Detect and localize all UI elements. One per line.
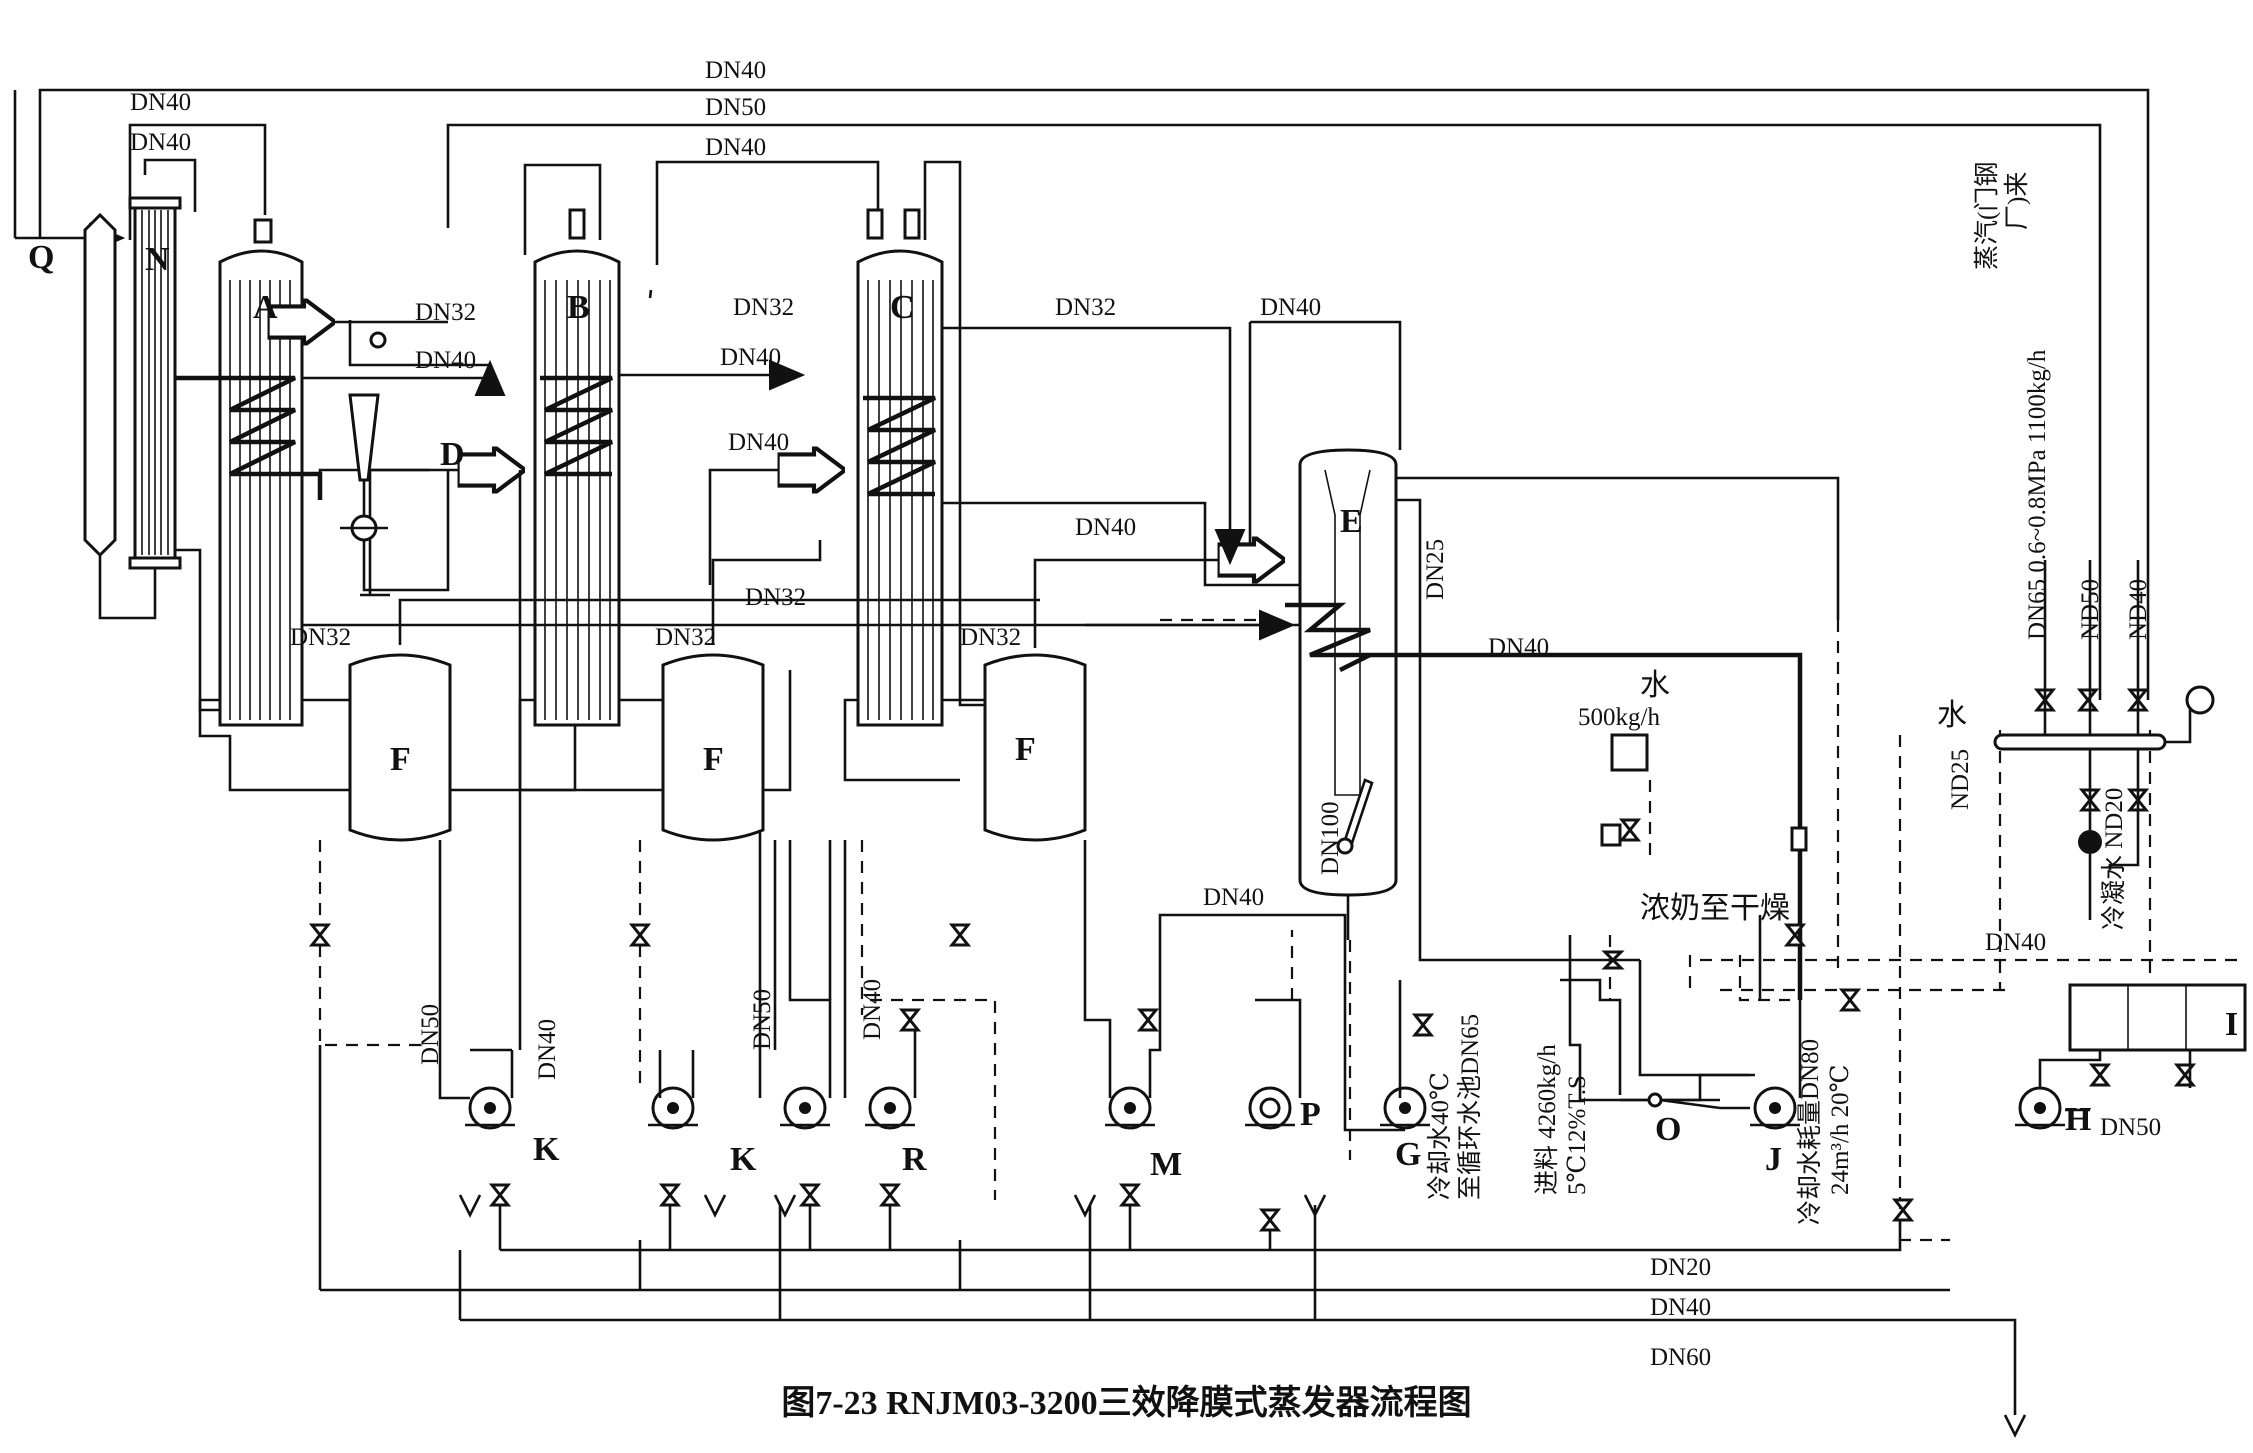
label-f1: F	[390, 741, 411, 778]
label-i: I	[2225, 1006, 2238, 1043]
pipe-label: DN32	[733, 294, 794, 321]
note-cool-water-g: 冷却水40℃	[1426, 1072, 1454, 1200]
pipe-label: DN40	[1260, 294, 1321, 321]
pipe-label: DN40	[1985, 929, 2046, 956]
note-cool-water-g2: 至循环水池DN65	[1456, 1014, 1484, 1200]
water-tank	[1336, 733, 1808, 855]
pump-m	[1105, 1086, 1155, 1130]
pipe-label: DN40	[415, 347, 476, 374]
pipe-label: DN50	[2100, 1114, 2161, 1141]
pipe-labels: DN40 DN50 DN40 DN40 DN40 DN32 DN40 DN32 …	[130, 57, 2161, 1371]
process-notes: 水 500kg/h 浓奶至干燥 进料 4260kg/h 5℃12%T.S 冷却水…	[1426, 162, 2152, 1225]
note-steam-title2: 厂)来	[2004, 172, 2031, 230]
pipe-label: DN32	[415, 299, 476, 326]
steam-header	[1993, 560, 2247, 1112]
figure-caption: 图7-23 RNJM03-3200三效降膜式蒸发器流程图	[781, 1385, 1472, 1422]
pipe-label: DN40	[534, 1019, 561, 1080]
evaporator-c	[843, 208, 960, 782]
label-m: M	[1150, 1146, 1182, 1183]
pipe-label: ND25	[1947, 749, 1974, 810]
pipe-label: DN40	[705, 134, 766, 161]
bottom-headers	[318, 1045, 2027, 1438]
note-steam-rate: DN65 0.6~0.8MPa 1100kg/h	[2024, 349, 2051, 640]
pipe-label: DN40	[1488, 634, 1549, 661]
pump-h	[2015, 1086, 2065, 1130]
pump-k3	[780, 1086, 830, 1130]
evaporator-b	[518, 208, 792, 792]
pipe-label: DN32	[960, 624, 1021, 651]
pipe-label: DN50	[417, 1004, 444, 1065]
label-f3: F	[1015, 731, 1036, 768]
note-condensate: 冷凝水 ND20	[2100, 788, 2128, 930]
evaporator-a	[175, 218, 577, 792]
pipe-label: DN25	[1422, 539, 1449, 600]
label-d: D	[440, 436, 465, 473]
pipe-label: DN50	[749, 989, 776, 1050]
pump-r	[865, 1086, 915, 1130]
pipe-label: DN40	[720, 344, 781, 371]
label-g: G	[1395, 1136, 1421, 1173]
pipe-label: DN40	[1075, 514, 1136, 541]
label-f2: F	[703, 741, 724, 778]
note-water-i: 水	[1937, 699, 1967, 732]
pipe-label: DN32	[1055, 294, 1116, 321]
pipe-label: DN40	[728, 429, 789, 456]
pipe-label: DN40	[130, 89, 191, 116]
pump-p	[1245, 1086, 1295, 1130]
pipe-label: DN40	[130, 129, 191, 156]
pipe-label: DN40	[859, 979, 886, 1040]
feed-o	[1560, 978, 1750, 1110]
pipe-label: DN40	[1203, 884, 1264, 911]
note-feed: 进料 4260kg/h	[1533, 1044, 1561, 1195]
label-e: E	[1340, 503, 1363, 540]
thermocompressor	[305, 322, 450, 592]
unit-labels: Q N A B C D E F F F K K R M P G O J H I	[28, 239, 2238, 1183]
note-water: 水	[1640, 669, 1670, 702]
pipe-label: DN100	[1317, 801, 1344, 875]
label-b: B	[567, 289, 590, 326]
separators-f	[302, 540, 1087, 842]
preheater-n	[83, 196, 225, 712]
pipe-label: DN32	[655, 624, 716, 651]
pipe-label: DN40	[705, 57, 766, 84]
top-pipes	[13, 88, 2150, 707]
pump-j	[1750, 1086, 1800, 1130]
note-cool-water-j2: 24m³/h 20℃	[1827, 1064, 1854, 1195]
label-h: H	[2065, 1101, 2091, 1138]
pipe-label: DN20	[1650, 1254, 1711, 1281]
pumps	[465, 1086, 2065, 1130]
note-steam-title: 蒸汽(门钢	[1973, 162, 2001, 270]
note-nd50: ND50	[2077, 579, 2104, 640]
note-concentrate: 浓奶至干燥	[1640, 892, 1790, 925]
pipe-label: DN50	[705, 94, 766, 121]
pipe-label: DN40	[1650, 1294, 1711, 1321]
pipe-label: DN60	[1650, 1344, 1711, 1371]
note-water-rate: 500kg/h	[1578, 704, 1660, 731]
label-n: N	[145, 241, 170, 278]
label-k1: K	[533, 1131, 560, 1168]
label-r: R	[902, 1141, 927, 1178]
label-o: O	[1655, 1111, 1681, 1148]
note-feed-spec: 5℃12%T.S	[1564, 1075, 1591, 1195]
pipe-label: DN32	[290, 624, 351, 651]
note-nd40: ND40	[2125, 579, 2152, 640]
label-a: A	[253, 289, 278, 326]
label-c: C	[890, 289, 915, 326]
note-cool-water-j: 冷却水耗量DN80	[1796, 1039, 1824, 1225]
label-p: P	[1300, 1096, 1321, 1133]
label-j: J	[1765, 1141, 1782, 1178]
pump-g	[1380, 1086, 1430, 1130]
pipe-label: DN32	[745, 584, 806, 611]
label-q: Q	[28, 239, 54, 276]
vapor-lines	[302, 289, 1310, 648]
pump-k2	[648, 1086, 698, 1130]
label-k2: K	[730, 1141, 757, 1178]
pump-k1	[465, 1086, 515, 1130]
